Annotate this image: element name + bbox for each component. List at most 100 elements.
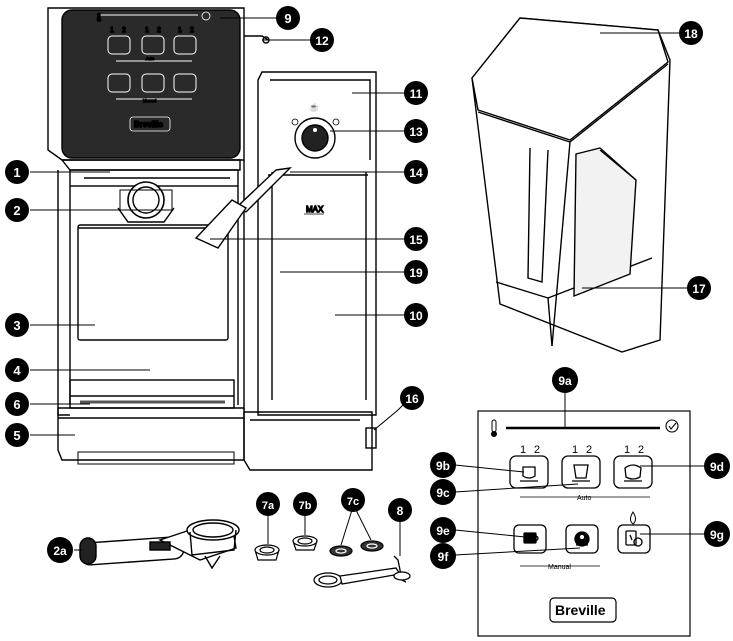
panel-thermometer-icon: 🌡	[94, 13, 104, 22]
detail-num: 2	[534, 444, 540, 456]
svg-text:9f: 9f	[438, 550, 450, 564]
panel-num: 2	[190, 27, 194, 34]
callout-2a: 2a	[47, 537, 73, 563]
callout-3: 3	[5, 313, 29, 337]
svg-text:12: 12	[315, 34, 329, 48]
callout-15: 15	[404, 227, 428, 251]
clean-cycle-icon	[625, 530, 643, 547]
leader-lines	[30, 17, 705, 556]
callout-9f: 9f	[430, 543, 456, 569]
tamper-spoon	[313, 555, 411, 588]
svg-text:1: 1	[13, 165, 20, 180]
lungo-cup-icon	[572, 464, 590, 482]
panel-auto-label: Auto	[146, 56, 155, 61]
svg-text:9c: 9c	[436, 486, 450, 500]
detail-num: 1	[624, 444, 630, 456]
panel-clean-button[interactable]	[173, 73, 197, 93]
callout-18: 18	[679, 21, 703, 45]
detail-num: 2	[586, 444, 592, 456]
svg-text:10: 10	[409, 309, 423, 323]
milk-drop-icon	[630, 511, 636, 525]
cappuccino-cup-icon	[624, 464, 642, 482]
callout-10: 10	[404, 303, 428, 327]
callout-9d: 9d	[704, 453, 730, 479]
lungo-button[interactable]	[561, 455, 601, 489]
detail-num: 1	[520, 444, 526, 456]
callout-9e: 9e	[430, 517, 456, 543]
panel-brand-logo: Breville	[134, 120, 163, 129]
manual-espresso-button[interactable]	[513, 524, 547, 554]
callout-11: 11	[404, 81, 428, 105]
dial-cup-icon: ☕	[309, 102, 319, 112]
panel-manual-milk-button[interactable]	[141, 73, 165, 93]
espresso-cup-icon	[520, 466, 538, 482]
callout-13: 13	[404, 119, 428, 143]
svg-text:9d: 9d	[710, 460, 724, 474]
callout-9g: 9g	[704, 521, 730, 547]
callout-19: 19	[404, 260, 428, 284]
check-circle-icon	[665, 419, 679, 433]
lever[interactable]	[244, 35, 269, 41]
callout-9a: 9a	[552, 367, 578, 393]
svg-text:9: 9	[284, 11, 291, 26]
svg-text:7b: 7b	[299, 500, 312, 512]
svg-text:3: 3	[13, 318, 20, 333]
filter-basket-7c-2	[360, 540, 384, 552]
callout-7b: 7b	[293, 492, 317, 516]
callout-9b: 9b	[430, 452, 456, 478]
panel-manual-label: Manual	[143, 98, 156, 103]
steam-wand	[236, 167, 292, 213]
steam-wand-tip	[194, 199, 248, 249]
panel-num: 1	[145, 27, 149, 34]
callout-12: 12	[310, 28, 334, 52]
brand-logo: Breville	[555, 602, 606, 618]
callouts: 1 2 3 4 6 5 9 12 11 13 14 15 19 10 16 18…	[5, 6, 730, 569]
coffee-machine: 🌡 1 2 1 2 1 2 Auto Manual Breville	[47, 7, 377, 471]
svg-text:2: 2	[13, 203, 20, 218]
svg-text:8: 8	[397, 504, 404, 518]
clean-cycle-button[interactable]	[617, 524, 651, 554]
espresso-button[interactable]	[509, 455, 549, 489]
svg-text:17: 17	[692, 282, 706, 296]
manual-milk-icon	[574, 531, 590, 547]
control-panel	[61, 9, 241, 159]
filter-basket-7c-1	[329, 545, 353, 557]
drip-tray-grille	[69, 379, 235, 409]
svg-text:9g: 9g	[710, 528, 724, 542]
panel-cappuccino-button[interactable]	[173, 35, 197, 55]
callout-14: 14	[404, 160, 428, 184]
milk-jug-lid	[471, 17, 669, 141]
tank-max-label: MAX	[306, 205, 324, 214]
panel-lungo-button[interactable]	[141, 35, 165, 55]
auto-label: Auto	[577, 495, 592, 502]
cup-area	[77, 224, 229, 341]
tank-knob[interactable]	[365, 427, 377, 449]
callout-2: 2	[5, 198, 29, 222]
callout-16: 16	[400, 386, 424, 410]
svg-text:2a: 2a	[53, 544, 67, 558]
panel-espresso-button[interactable]	[107, 35, 131, 55]
svg-text:18: 18	[684, 27, 698, 41]
manual-milk-button[interactable]	[565, 524, 599, 554]
manual-espresso-icon	[523, 532, 539, 544]
drip-tray	[57, 407, 245, 461]
svg-text:9b: 9b	[436, 459, 450, 473]
control-panel-detail: 1 2 1 2 1 2 Auto	[477, 410, 691, 637]
svg-text:14: 14	[409, 166, 423, 180]
selection-dial[interactable]	[301, 124, 329, 152]
callout-6: 6	[5, 392, 29, 416]
panel-manual-espresso-button[interactable]	[107, 73, 131, 93]
cappuccino-button[interactable]	[613, 455, 653, 489]
callout-8: 8	[388, 498, 412, 522]
svg-text:16: 16	[405, 392, 419, 406]
panel-num: 2	[157, 27, 161, 34]
callout-4: 4	[5, 358, 29, 382]
svg-text:5: 5	[13, 428, 20, 443]
callout-7c: 7c	[341, 488, 365, 512]
water-tank	[257, 71, 377, 416]
svg-text:4: 4	[13, 363, 21, 378]
manual-label: Manual	[548, 564, 571, 571]
svg-text:7c: 7c	[347, 496, 359, 508]
dial-ring	[294, 117, 336, 159]
